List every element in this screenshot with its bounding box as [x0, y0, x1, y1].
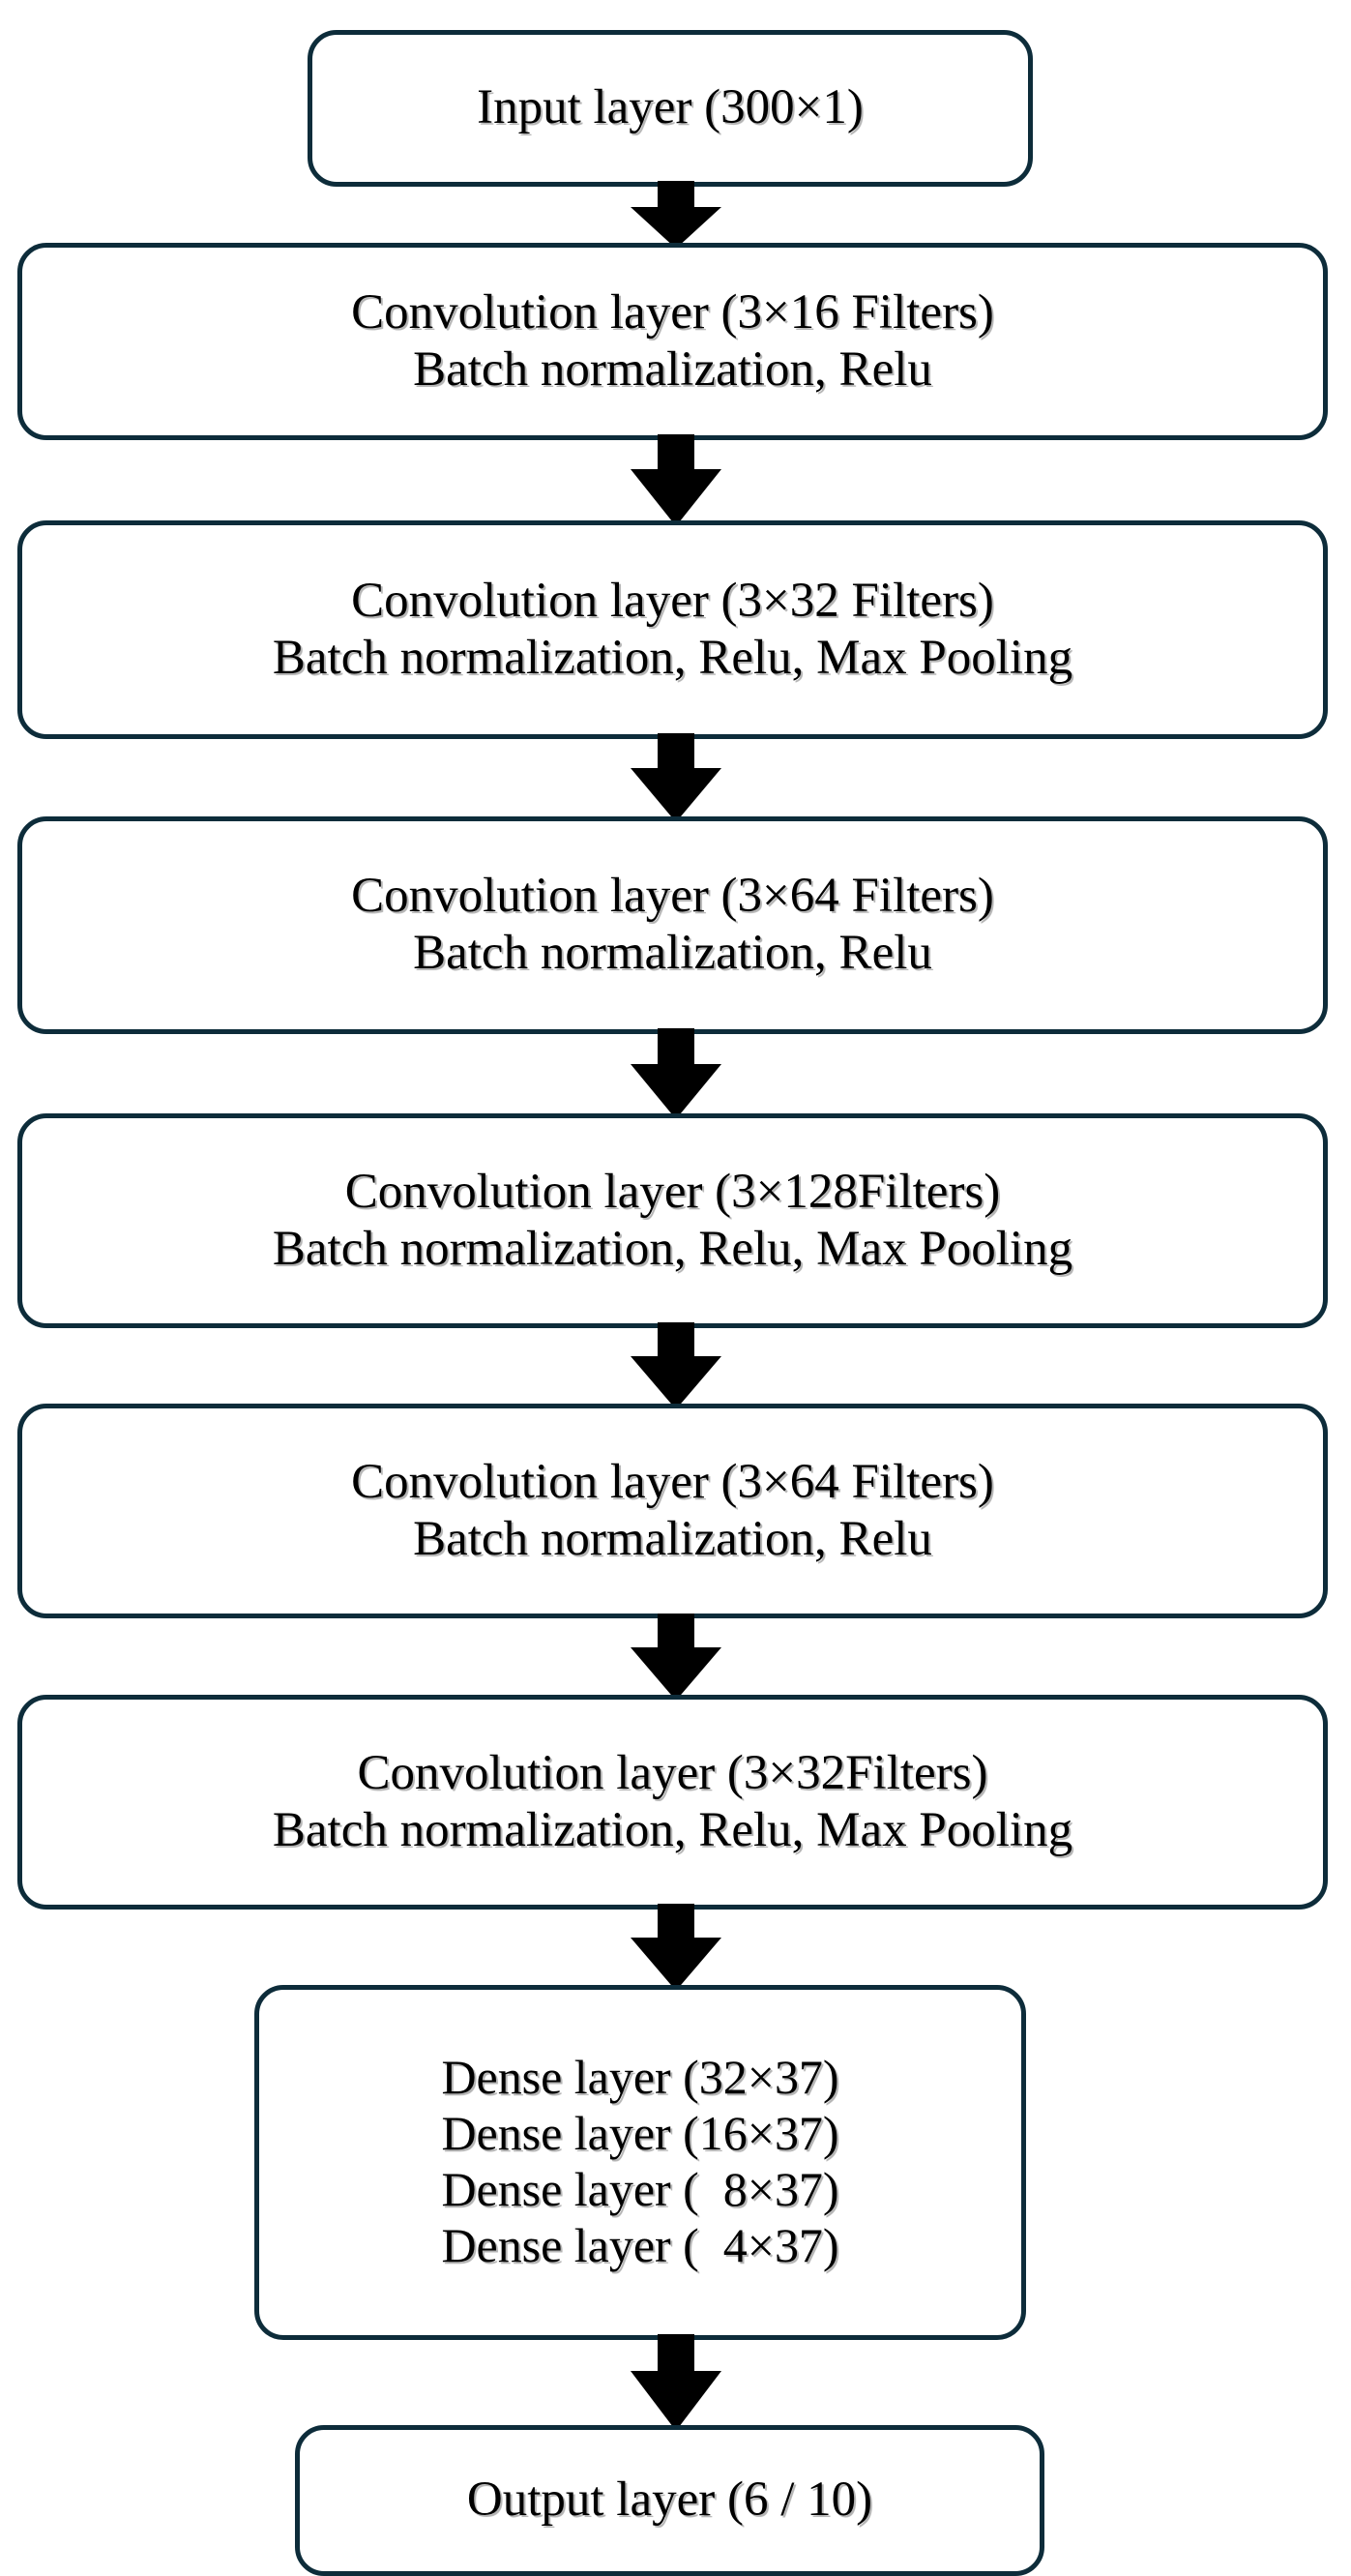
arrow-conv64b-to-conv32b [0, 1613, 1351, 1701]
arrow-shaft [657, 433, 694, 472]
arrow-shaft [657, 1322, 694, 1358]
arrow-shaft [657, 1028, 694, 1065]
arrow-shaft [657, 2333, 694, 2373]
node-dense-layers: Dense layer (32×37) Dense layer (16×37) … [254, 1984, 1026, 2340]
node-conv-layer-32: Convolution layer (3×32 Filters) Batch n… [17, 520, 1328, 739]
node-conv-layer-128: Convolution layer (3×128Filters) Batch n… [17, 1112, 1328, 1329]
node-output-layer: Output layer (6 / 10) [295, 2424, 1044, 2576]
node-conv-layer-32-b: Convolution layer (3×32Filters) Batch no… [17, 1694, 1328, 1910]
node-conv-layer-16-line-2: Batch normalization, Relu [413, 342, 932, 398]
node-dense-layers-line-3: Dense layer ( 8×37) [441, 2162, 839, 2217]
arrow-shaft [657, 181, 694, 209]
arrow-dense-to-output [0, 2333, 1351, 2431]
node-input-layer-line-1: Input layer (300×1) [477, 80, 864, 135]
node-conv-layer-32-b-line-1: Convolution layer (3×32Filters) [357, 1745, 988, 1800]
arrow-conv128-to-conv64b [0, 1322, 1351, 1410]
arrow-head [630, 767, 721, 822]
node-conv-layer-64-a-line-2: Batch normalization, Relu [413, 926, 932, 981]
arrow-head [630, 2370, 721, 2431]
node-conv-layer-128-line-2: Batch normalization, Relu, Max Pooling [272, 1221, 1073, 1276]
node-conv-layer-32-line-2: Batch normalization, Relu, Max Pooling [272, 630, 1073, 685]
node-conv-layer-16: Convolution layer (3×16 Filters) Batch n… [17, 243, 1328, 440]
node-conv-layer-64-b-line-1: Convolution layer (3×64 Filters) [351, 1455, 994, 1510]
node-conv-layer-64-a: Convolution layer (3×64 Filters) Batch n… [17, 815, 1328, 1035]
node-conv-layer-128-line-1: Convolution layer (3×128Filters) [344, 1164, 1001, 1219]
arrow-conv32b-to-dense [0, 1903, 1351, 1991]
node-output-layer-line-1: Output layer (6 / 10) [466, 2472, 873, 2528]
arrow-head [630, 469, 721, 527]
node-conv-layer-64-b: Convolution layer (3×64 Filters) Batch n… [17, 1404, 1328, 1619]
node-conv-layer-64-b-line-2: Batch normalization, Relu [413, 1512, 932, 1567]
node-conv-layer-32-b-line-2: Batch normalization, Relu, Max Pooling [272, 1802, 1073, 1857]
arrow-input-to-conv16 [0, 181, 1351, 250]
arrow-shaft [657, 732, 694, 769]
arrow-shaft [657, 1903, 694, 1939]
node-dense-layers-line-2: Dense layer (16×37) [441, 2106, 839, 2161]
arrow-head [630, 1646, 721, 1701]
arrow-head [630, 1937, 721, 1991]
node-conv-layer-16-line-1: Convolution layer (3×16 Filters) [351, 284, 994, 340]
arrow-conv64a-to-conv128 [0, 1028, 1351, 1119]
node-dense-layers-line-4: Dense layer ( 4×37) [441, 2218, 839, 2273]
node-input-layer: Input layer (300×1) [308, 29, 1033, 188]
node-conv-layer-32-line-1: Convolution layer (3×32 Filters) [351, 573, 994, 628]
arrow-shaft [657, 1613, 694, 1648]
node-dense-layers-line-1: Dense layer (32×37) [441, 2050, 839, 2105]
node-conv-layer-64-a-line-1: Convolution layer (3×64 Filters) [351, 869, 994, 924]
arrow-conv32-to-conv64a [0, 732, 1351, 822]
arrow-conv16-to-conv32 [0, 433, 1351, 527]
arrow-head [630, 207, 721, 250]
arrow-head [630, 1356, 721, 1410]
arrow-head [630, 1063, 721, 1119]
